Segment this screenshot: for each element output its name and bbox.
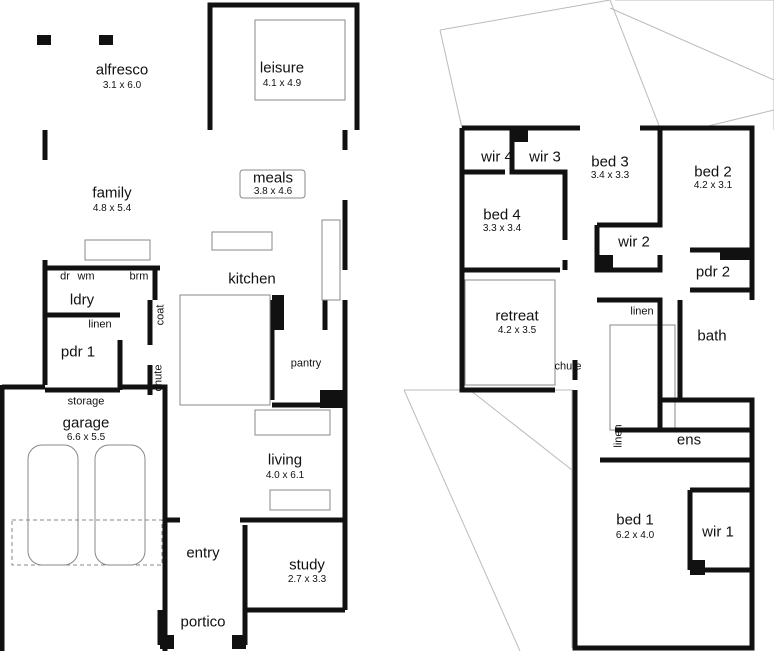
room-size-meals: 3.8 x 4.6 <box>253 186 293 197</box>
label-linen-top: linen <box>630 305 654 318</box>
room-label-wir-2: wir 2 <box>618 233 650 251</box>
wall-block <box>720 250 752 260</box>
post <box>232 635 246 649</box>
room-label-bed-3: bed 3 <box>591 153 629 171</box>
room-label-ens: ens <box>676 431 702 449</box>
room-label-pdr-1: pdr 1 <box>60 343 96 361</box>
room-label-entry: entry <box>186 544 220 562</box>
room-label-wir-3: wir 3 <box>529 148 561 166</box>
wall-block <box>512 128 528 142</box>
room-label-garage: garage <box>62 414 110 432</box>
room-size-leisure: 4.1 x 4.9 <box>262 78 302 89</box>
room-label-ldry: ldry <box>69 291 95 309</box>
post <box>37 35 51 45</box>
room-label-study: study <box>289 556 325 574</box>
label-chute: chute <box>152 364 165 392</box>
room-label-retreat: retreat <box>495 307 539 325</box>
room-size-bed-4: 3.3 x 3.4 <box>482 223 522 234</box>
post <box>160 635 174 649</box>
label-chute-upper: chute <box>554 360 582 373</box>
room-size-alfresco: 3.1 x 6.0 <box>102 80 142 91</box>
label-linen-ens: linen <box>612 424 625 448</box>
room-label-portico: portico <box>180 613 226 631</box>
room-label-wir-1: wir 1 <box>702 523 734 541</box>
label-brm: brm <box>129 270 149 283</box>
room-label-leisure: leisure <box>259 59 305 77</box>
wall-block <box>320 390 345 408</box>
room-label-storage: storage <box>67 395 105 408</box>
room-label-meals: meals <box>252 169 294 187</box>
post <box>99 35 113 45</box>
room-label-pantry: pantry <box>290 357 322 370</box>
room-size-bed-1: 6.2 x 4.0 <box>615 530 655 541</box>
room-size-study: 2.7 x 3.3 <box>287 574 327 585</box>
room-size-living: 4.0 x 6.1 <box>265 470 305 481</box>
room-label-bath: bath <box>697 327 727 345</box>
room-label-bed-1: bed 1 <box>616 511 654 529</box>
room-label-pdr-2: pdr 2 <box>695 263 731 281</box>
upper-floor-walls <box>459 125 755 651</box>
label-linen: linen <box>88 318 112 331</box>
room-size-bed-2: 4.2 x 3.1 <box>693 180 733 191</box>
room-label-bed-4: bed 4 <box>483 206 521 224</box>
label-coat: coat <box>154 304 167 326</box>
room-label-living: living <box>267 451 303 469</box>
room-label-bed-2: bed 2 <box>694 163 732 181</box>
room-size-garage: 6.6 x 5.5 <box>66 432 106 443</box>
room-label-family: family <box>92 184 132 202</box>
wall-block <box>597 255 613 270</box>
room-size-family: 4.8 x 5.4 <box>92 203 132 214</box>
room-label-kitchen: kitchen <box>228 270 276 288</box>
wall-block <box>272 295 284 330</box>
label-dr: dr <box>60 270 70 283</box>
wall-block <box>690 560 705 575</box>
room-size-bed-3: 3.4 x 3.3 <box>590 170 630 181</box>
roof-lines <box>403 0 774 651</box>
room-size-retreat: 4.2 x 3.5 <box>497 325 537 336</box>
label-wm: wm <box>77 270 95 283</box>
room-label-alfresco: alfresco <box>95 61 149 79</box>
room-label-wir-4: wir 4 <box>481 148 513 166</box>
